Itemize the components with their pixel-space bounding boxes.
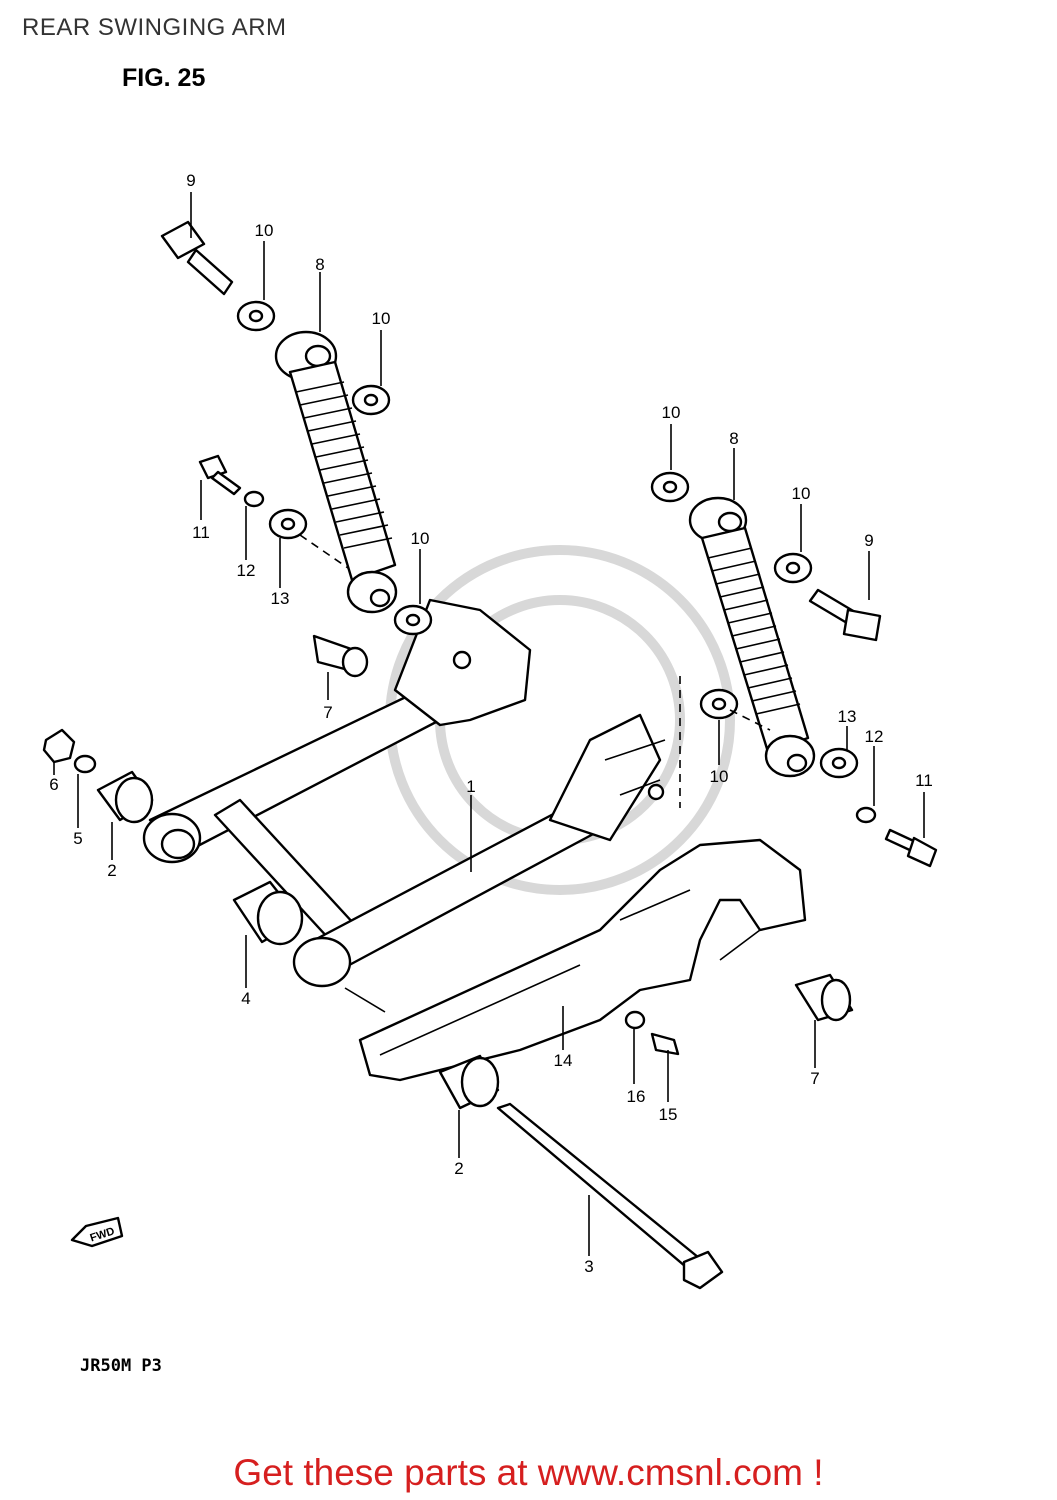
leader-lines bbox=[53, 192, 925, 1256]
callout-10: 10 bbox=[792, 484, 811, 503]
small-bolts-washers bbox=[198, 454, 938, 868]
callout-6: 6 bbox=[49, 775, 58, 794]
chain-case bbox=[358, 838, 807, 1082]
bolt-9-right bbox=[808, 588, 882, 642]
page-title: REAR SWINGING ARM bbox=[22, 14, 287, 41]
callout-3: 3 bbox=[584, 1257, 593, 1276]
callout-4: 4 bbox=[241, 989, 250, 1008]
right-shock-absorber bbox=[688, 496, 816, 778]
callout-9: 9 bbox=[186, 171, 195, 190]
callout-5: 5 bbox=[73, 829, 82, 848]
callout-10: 10 bbox=[662, 403, 681, 422]
left-shock-absorber bbox=[274, 330, 398, 614]
callout-12: 12 bbox=[865, 727, 884, 746]
washers-10 bbox=[236, 300, 813, 720]
callout-11: 11 bbox=[915, 771, 933, 790]
callout-7: 7 bbox=[323, 703, 332, 722]
callout-2: 2 bbox=[107, 861, 116, 880]
figure-label: FIG. 25 bbox=[122, 64, 206, 92]
callout-15: 15 bbox=[659, 1105, 678, 1124]
callout-7: 7 bbox=[810, 1069, 819, 1088]
callout-10: 10 bbox=[255, 221, 274, 240]
swing-arm bbox=[142, 598, 666, 988]
bolt-9-left bbox=[160, 220, 234, 296]
bushings bbox=[96, 634, 854, 1110]
callout-8: 8 bbox=[729, 429, 738, 448]
callout-10: 10 bbox=[372, 309, 391, 328]
callout-12: 12 bbox=[237, 561, 256, 580]
callout-10: 10 bbox=[411, 529, 430, 548]
fwd-arrow-marker: FWD bbox=[70, 1216, 124, 1248]
callout-16: 16 bbox=[627, 1087, 646, 1106]
pivot-bolt bbox=[496, 1102, 724, 1290]
callout-11: 11 bbox=[192, 523, 210, 542]
callout-2: 2 bbox=[454, 1159, 463, 1178]
cta-link[interactable]: Get these parts at www.cmsnl.com ! bbox=[233, 1452, 824, 1493]
case-bolt-washer bbox=[624, 1010, 680, 1056]
model-code: JR50M P3 bbox=[80, 1356, 162, 1376]
callout-14: 14 bbox=[554, 1051, 573, 1070]
callout-8: 8 bbox=[315, 255, 324, 274]
callout-10: 10 bbox=[710, 767, 729, 786]
callout-1: 1 bbox=[466, 777, 475, 796]
callout-9: 9 bbox=[864, 531, 873, 550]
callout-13: 13 bbox=[838, 707, 857, 726]
callout-13: 13 bbox=[271, 589, 290, 608]
nut-and-washer bbox=[42, 728, 97, 774]
callout-labels: 9 10 8 10 10 11 12 13 7 6 5 2 1 4 14 16 … bbox=[49, 171, 933, 1276]
